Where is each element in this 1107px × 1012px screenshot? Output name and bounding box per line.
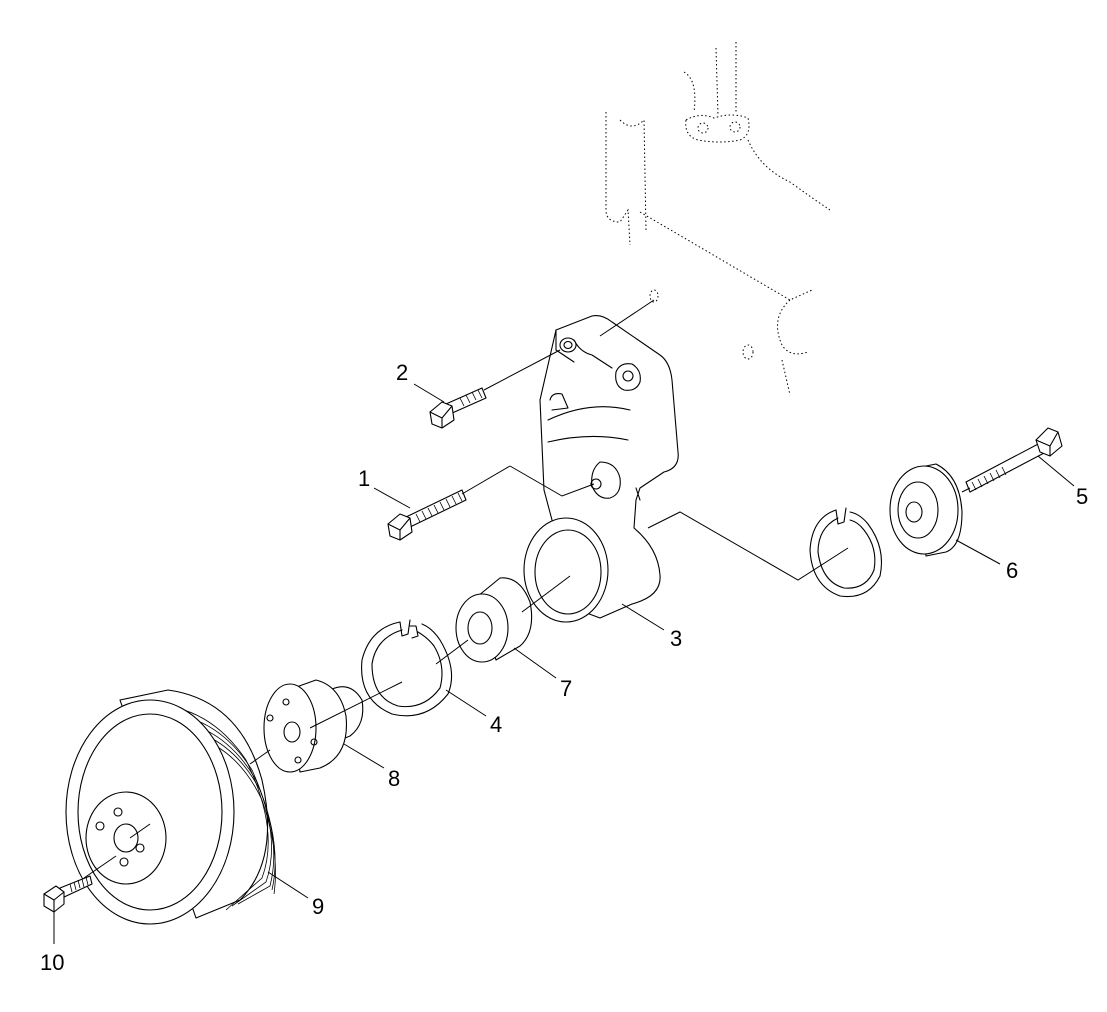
bracket-bore	[523, 517, 609, 623]
pulley	[65, 689, 276, 925]
callout-8: 8	[388, 766, 400, 791]
hub-spacer	[263, 679, 364, 773]
callout-9: 9	[312, 894, 324, 919]
assembly-axes	[83, 299, 971, 879]
snap-ring-rear	[809, 507, 883, 598]
pulley-bolt	[43, 875, 93, 913]
snap-ring-front	[361, 619, 453, 717]
bracket-bolt-upper	[429, 387, 487, 429]
callout-6: 6	[1006, 558, 1018, 583]
callout-1: 1	[358, 466, 370, 491]
callout-leaders	[53, 383, 1075, 944]
callout-7: 7	[560, 676, 572, 701]
callout-labels: 1 2 3 4 5 6 7 8 9 10	[40, 360, 1088, 975]
callout-10: 10	[40, 950, 64, 975]
callout-4: 4	[490, 712, 502, 737]
bushing	[455, 577, 533, 663]
callout-2: 2	[396, 360, 408, 385]
tensioner-bolt	[965, 427, 1063, 493]
idler-disc	[889, 463, 963, 557]
callout-5: 5	[1076, 484, 1088, 509]
bracket-bolt-lower	[387, 489, 467, 541]
engine-block-outline	[605, 42, 831, 396]
callout-3: 3	[670, 626, 682, 651]
